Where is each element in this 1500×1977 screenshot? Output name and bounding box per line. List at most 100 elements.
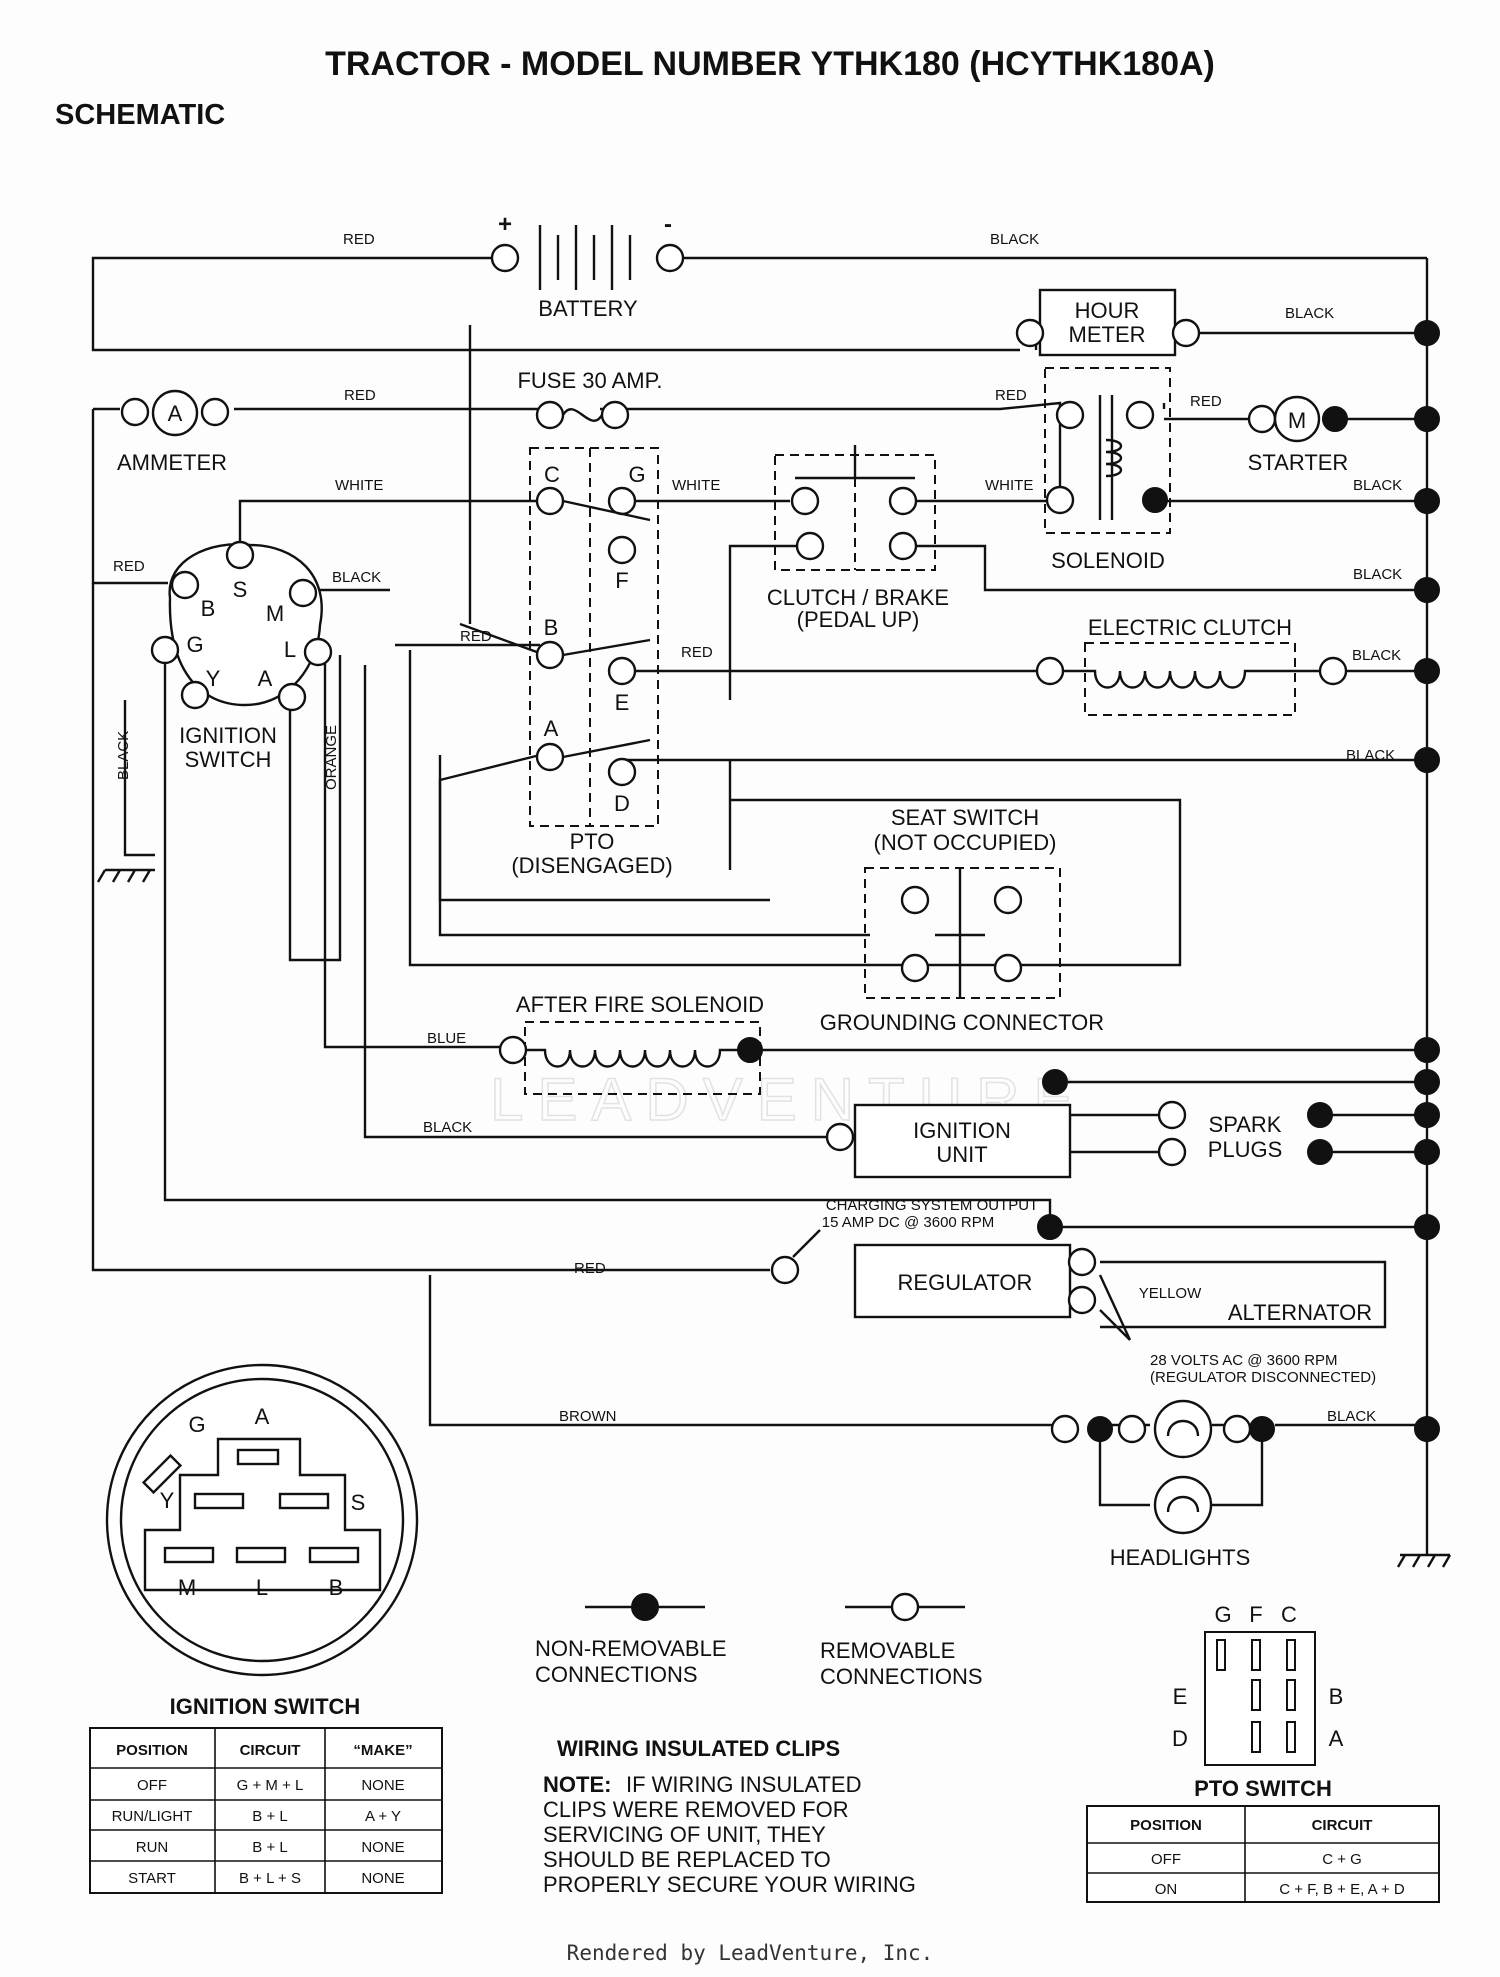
svg-text:CONNECTIONS: CONNECTIONS (820, 1664, 983, 1689)
svg-text:SWITCH: SWITCH (185, 747, 272, 772)
svg-text:G + M + L: G + M + L (237, 1777, 304, 1794)
svg-text:BLACK: BLACK (1353, 477, 1402, 494)
svg-text:REMOVABLE: REMOVABLE (820, 1638, 955, 1663)
svg-text:CIRCUIT: CIRCUIT (1312, 1817, 1373, 1834)
ammeter-label: AMMETER (117, 450, 227, 475)
svg-text:D: D (1172, 1726, 1188, 1751)
battery: + - BATTERY (490, 211, 685, 321)
svg-text:NOTE:: NOTE: (543, 1772, 611, 1797)
ignition-switch-table: IGNITION SWITCH POSITION CIRCUIT “MAKE” … (89, 1694, 443, 1894)
svg-text:M: M (1288, 408, 1306, 433)
svg-text:(DISENGAGED): (DISENGAGED) (511, 853, 672, 878)
svg-text:POSITION: POSITION (116, 1742, 188, 1759)
svg-text:IF WIRING INSULATED: IF WIRING INSULATED (626, 1772, 862, 1797)
ammeter-red-wire (91, 409, 168, 585)
svg-text:G: G (188, 1412, 205, 1437)
terminal-y (180, 680, 210, 710)
ammeter: A AMMETER (117, 389, 230, 475)
pto-switch-circuit: C G F B E A D PTO (DISENGAGED) (511, 447, 673, 878)
svg-text:BLACK: BLACK (1285, 305, 1334, 322)
svg-text:A + Y: A + Y (365, 1808, 401, 1825)
svg-text:UNIT: UNIT (936, 1142, 987, 1167)
clutch-brake-switch: CLUTCH / BRAKE (PEDAL UP) (767, 445, 949, 632)
svg-text:RED: RED (1190, 393, 1222, 410)
wiring-clips-note: WIRING INSULATED CLIPS NOTE: IF WIRING I… (543, 1736, 916, 1897)
svg-text:CLIPS WERE REMOVED FOR: CLIPS WERE REMOVED FOR (543, 1797, 849, 1822)
svg-text:HOUR: HOUR (1075, 298, 1140, 323)
svg-text:PLUGS: PLUGS (1208, 1137, 1283, 1162)
svg-text:S: S (351, 1490, 366, 1515)
svg-text:G: G (1214, 1602, 1231, 1627)
ignition-switch: S B M G L Y A IGNITION SWITCH (150, 540, 333, 772)
svg-text:PROPERLY SECURE YOUR WIRING: PROPERLY SECURE YOUR WIRING (543, 1872, 916, 1897)
svg-text:PTO: PTO (570, 829, 615, 854)
svg-text:B + L: B + L (252, 1839, 287, 1856)
svg-text:B + L: B + L (252, 1808, 287, 1825)
svg-text:C: C (1281, 1602, 1297, 1627)
svg-text:BLACK: BLACK (1352, 647, 1401, 664)
non-removable-connection-symbol (631, 1593, 659, 1621)
terminal-a (277, 682, 307, 712)
regulator-label: REGULATOR (898, 1270, 1033, 1295)
svg-text:SERVICING OF UNIT, THEY: SERVICING OF UNIT, THEY (543, 1822, 826, 1847)
svg-text:OFF: OFF (137, 1777, 167, 1794)
svg-text:B: B (544, 615, 559, 640)
regulator-red-wire (91, 583, 770, 1272)
svg-text:(REGULATOR DISCONNECTED): (REGULATOR DISCONNECTED) (1150, 1369, 1376, 1386)
svg-text:BLACK: BLACK (990, 231, 1039, 248)
battery-label: BATTERY (538, 296, 638, 321)
svg-text:BROWN: BROWN (559, 1408, 617, 1425)
svg-text:RUN: RUN (136, 1839, 169, 1856)
svg-text:RED: RED (343, 231, 375, 248)
svg-text:BLACK: BLACK (1327, 1408, 1376, 1425)
svg-text:S: S (233, 577, 248, 602)
svg-text:CONNECTIONS: CONNECTIONS (535, 1662, 698, 1687)
regulator: CHARGING SYSTEM OUTPUT 15 AMP DC @ 3600 … (770, 1197, 1376, 1386)
svg-text:CIRCUIT: CIRCUIT (240, 1742, 301, 1759)
svg-text:M: M (178, 1575, 196, 1600)
terminal-m (288, 578, 318, 608)
svg-text:Y: Y (206, 666, 221, 691)
ground-symbol-left (96, 868, 155, 883)
svg-text:B: B (201, 596, 216, 621)
svg-text:NON-REMOVABLE: NON-REMOVABLE (535, 1636, 727, 1661)
svg-text:A: A (1329, 1726, 1344, 1751)
svg-text:B: B (1329, 1684, 1344, 1709)
hour-meter: HOUR METER (1015, 288, 1201, 357)
svg-text:BLACK: BLACK (332, 569, 381, 586)
schematic-heading: SCHEMATIC (55, 99, 225, 131)
orange-wire (288, 655, 342, 962)
svg-text:NONE: NONE (361, 1777, 404, 1794)
footer-credit: Rendered by LeadVenture, Inc. (567, 1941, 934, 1965)
svg-text:CHARGING SYSTEM OUTPUT: CHARGING SYSTEM OUTPUT (826, 1197, 1039, 1214)
fuse: FUSE 30 AMP. (517, 368, 663, 430)
svg-text:IGNITION: IGNITION (179, 723, 277, 748)
terminal-s (225, 540, 255, 570)
svg-text:C: C (544, 462, 560, 487)
removable-connection-symbol (890, 1592, 920, 1622)
svg-text:START: START (128, 1870, 176, 1887)
page-title: TRACTOR - MODEL NUMBER YTHK180 (HCYTHK18… (325, 45, 1215, 83)
svg-text:L: L (284, 637, 296, 662)
ignition-unit: IGNITION UNIT (825, 1069, 1072, 1179)
svg-text:M: M (266, 601, 284, 626)
svg-text:15 AMP DC @ 3600 RPM: 15 AMP DC @ 3600 RPM (822, 1214, 995, 1231)
spark-plugs: SPARK PLUGS (1157, 1100, 1333, 1167)
svg-text:OFF: OFF (1151, 1851, 1181, 1868)
svg-text:WHITE: WHITE (985, 477, 1033, 494)
grounding-connector-label: GROUNDING CONNECTOR (820, 1010, 1104, 1035)
seat-switch: SEAT SWITCH (NOT OCCUPIED) GROUNDING CON… (820, 805, 1104, 1035)
svg-text:ORANGE: ORANGE (323, 725, 340, 790)
svg-text:A: A (255, 1404, 270, 1429)
wires (91, 256, 1452, 1568)
solenoid: SOLENOID (1044, 367, 1171, 573)
svg-text:RED: RED (574, 1260, 606, 1277)
svg-text:ELECTRIC CLUTCH: ELECTRIC CLUTCH (1088, 615, 1292, 640)
svg-text:Y: Y (160, 1488, 175, 1513)
after-fire-solenoid: AFTER FIRE SOLENOID (498, 992, 764, 1095)
white-wire (238, 499, 540, 555)
svg-text:WHITE: WHITE (672, 477, 720, 494)
starter: M STARTER (1248, 395, 1348, 475)
svg-text:CLUTCH / BRAKE: CLUTCH / BRAKE (767, 585, 949, 610)
